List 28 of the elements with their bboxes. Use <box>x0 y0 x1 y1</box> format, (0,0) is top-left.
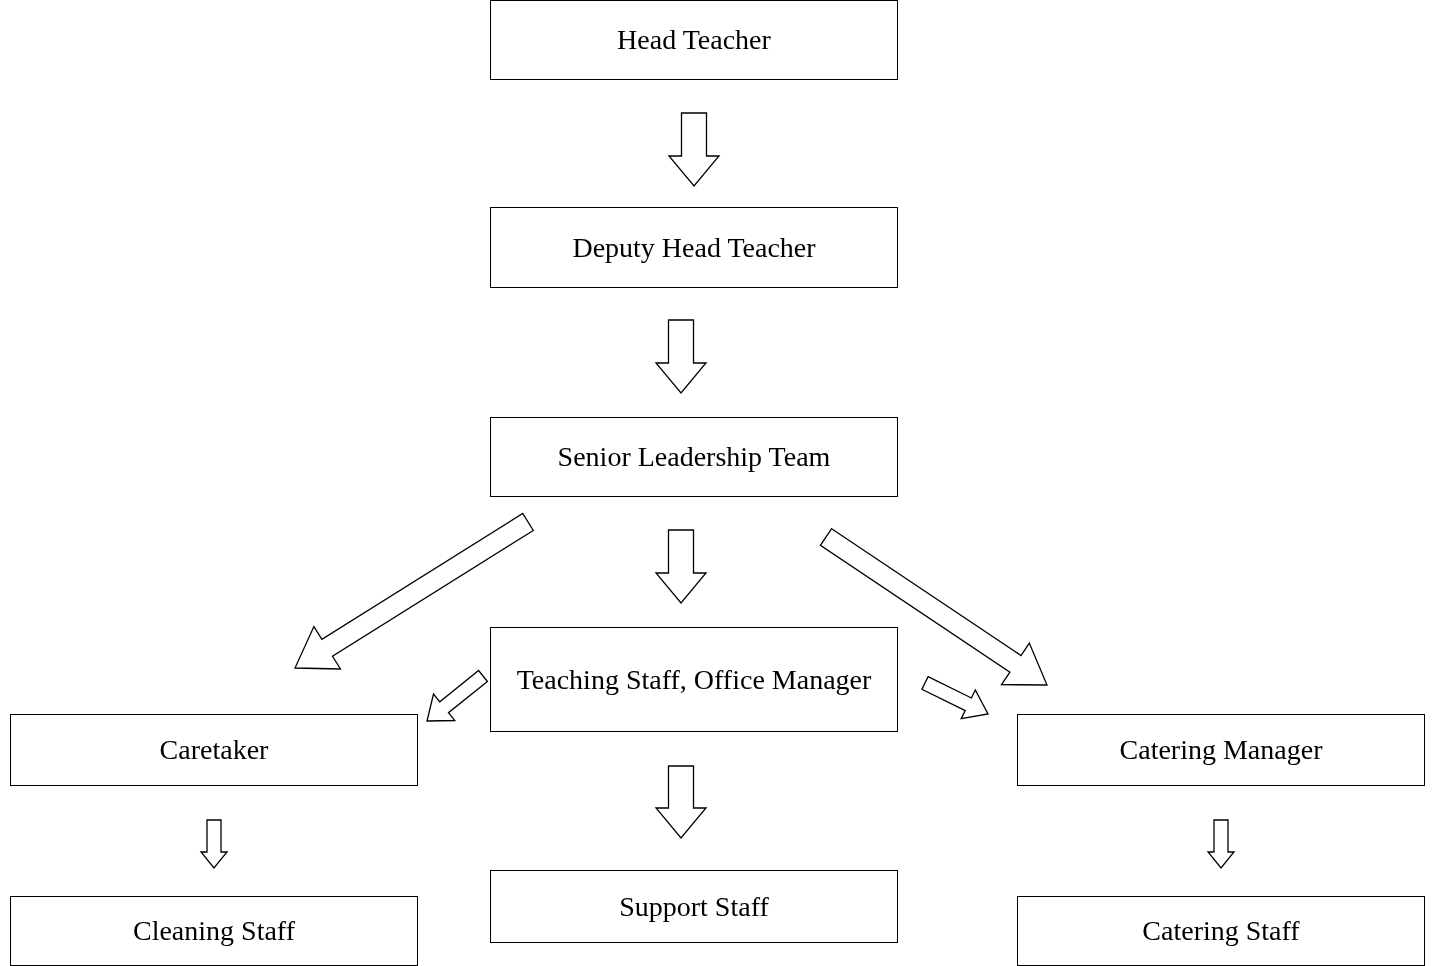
block-arrow <box>654 319 708 394</box>
role-title: Teaching Staff, Office Manager <box>516 662 872 697</box>
role-box <box>490 417 898 497</box>
block-arrow <box>1206 819 1236 870</box>
block-arrow <box>294 512 535 670</box>
role-box <box>490 870 898 943</box>
role-title: Deputy Head Teacher <box>572 230 816 265</box>
block-arrow <box>426 669 489 722</box>
block-arrow <box>667 112 721 187</box>
block-arrow <box>819 527 1048 686</box>
role-title: Support Staff <box>619 889 769 924</box>
role-box <box>490 0 898 80</box>
role-box <box>10 714 418 786</box>
role-box <box>490 627 898 732</box>
role-box <box>490 207 898 288</box>
block-arrow <box>654 529 708 604</box>
role-title: Catering Manager <box>1119 733 1323 768</box>
role-title: Caretaker <box>159 733 269 768</box>
role-box <box>1017 896 1425 966</box>
block-arrow <box>921 675 989 720</box>
block-arrow <box>654 765 708 839</box>
role-title: Cleaning Staff <box>133 914 295 949</box>
role-title: Catering Staff <box>1142 914 1300 949</box>
block-arrow <box>199 819 229 870</box>
role-box <box>1017 714 1425 786</box>
role-box <box>10 896 418 966</box>
role-title: Senior Leadership Team <box>557 440 831 475</box>
role-title: Head Teacher <box>617 23 771 58</box>
